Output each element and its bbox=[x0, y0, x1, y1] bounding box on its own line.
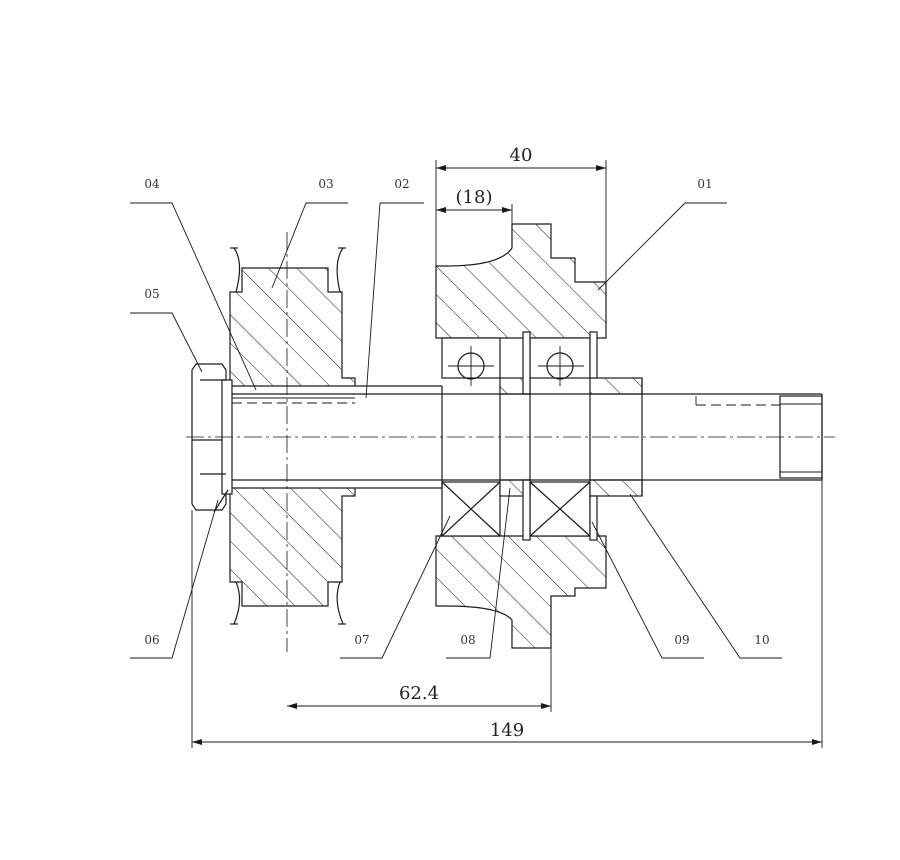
housing-01 bbox=[435, 223, 607, 649]
callout-09: 09 bbox=[674, 633, 689, 647]
nut-washer bbox=[191, 363, 233, 513]
callout-03: 03 bbox=[318, 177, 333, 191]
callout-01: 01 bbox=[697, 177, 712, 191]
callout-06: 06 bbox=[144, 633, 159, 647]
pulley-03 bbox=[229, 232, 356, 652]
shaft-02 bbox=[228, 378, 823, 496]
dimension-149: 149 bbox=[490, 720, 524, 741]
dimension-62-4: 62.4 bbox=[399, 683, 439, 704]
callout-05: 05 bbox=[144, 287, 159, 301]
callout-07: 07 bbox=[354, 633, 369, 647]
dimension-18: (18) bbox=[456, 187, 493, 208]
dimension-40: 40 bbox=[510, 145, 533, 166]
callout-10: 10 bbox=[754, 633, 769, 647]
spacers bbox=[499, 331, 643, 541]
callout-08: 08 bbox=[460, 633, 475, 647]
dimension-lines bbox=[191, 160, 823, 748]
callout-02: 02 bbox=[394, 177, 409, 191]
leader-lines bbox=[130, 202, 782, 659]
callout-04: 04 bbox=[144, 177, 160, 191]
